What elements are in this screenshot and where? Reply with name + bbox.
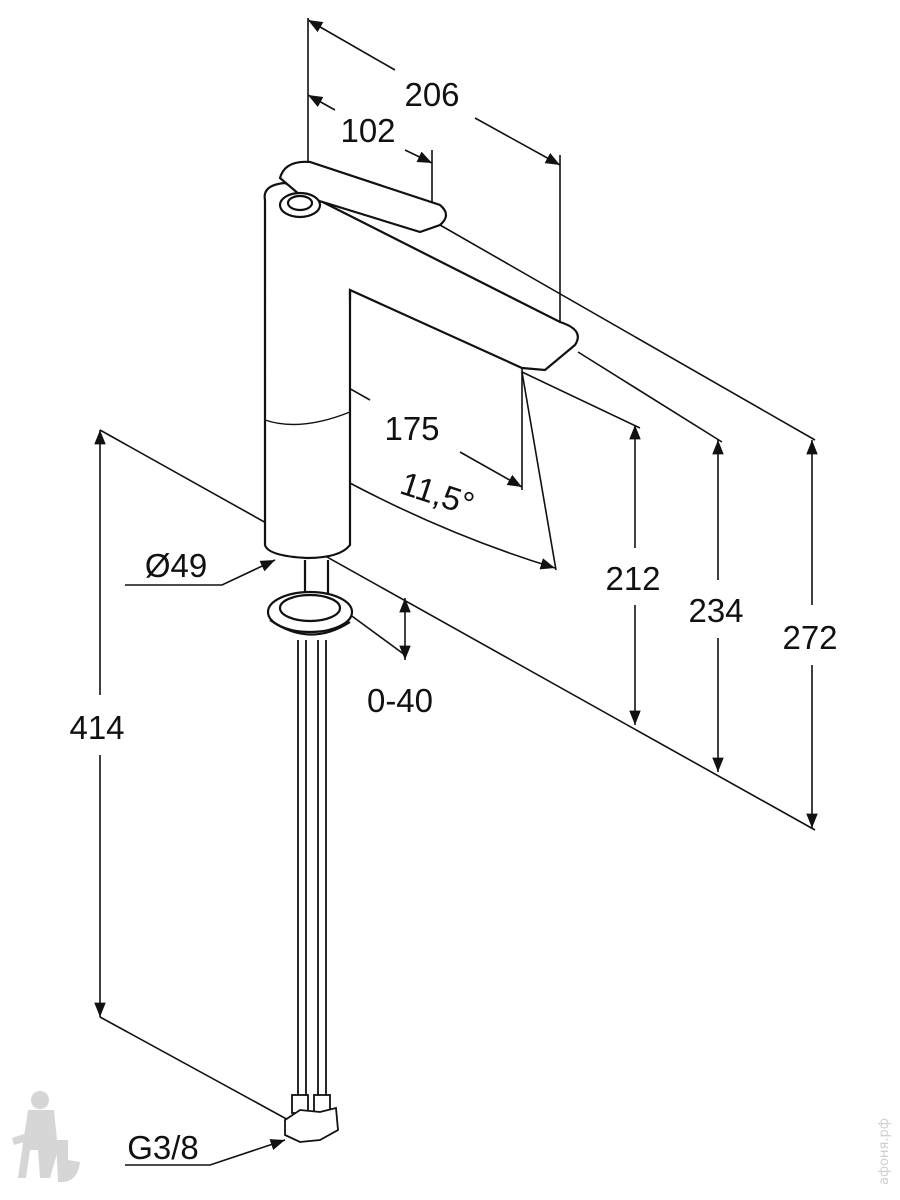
label-connection-thread: G3/8 bbox=[127, 1129, 199, 1166]
label-overall-reach: 206 bbox=[404, 76, 459, 113]
label-lever-reach: 102 bbox=[340, 112, 395, 149]
supply-hoses bbox=[284, 640, 339, 1143]
extension-lines bbox=[99, 18, 816, 1123]
label-lever-tip-height: 234 bbox=[688, 592, 743, 629]
label-spout-angle: 11,5° bbox=[396, 464, 479, 522]
label-spout-height: 212 bbox=[605, 560, 660, 597]
watermark-text: афоня.рф bbox=[877, 1118, 892, 1185]
plumber-logo-icon bbox=[12, 1091, 80, 1182]
label-total-height: 272 bbox=[782, 619, 837, 656]
label-spout-reach: 175 bbox=[384, 410, 439, 447]
label-hose-length: 414 bbox=[69, 709, 124, 746]
label-deck-thickness: 0-40 bbox=[367, 682, 433, 719]
label-body-diameter: Ø49 bbox=[145, 547, 207, 584]
dimension-labels: 206 102 175 11,5° Ø49 212 234 272 414 0-… bbox=[69, 76, 837, 1166]
faucet-body bbox=[263, 160, 579, 636]
